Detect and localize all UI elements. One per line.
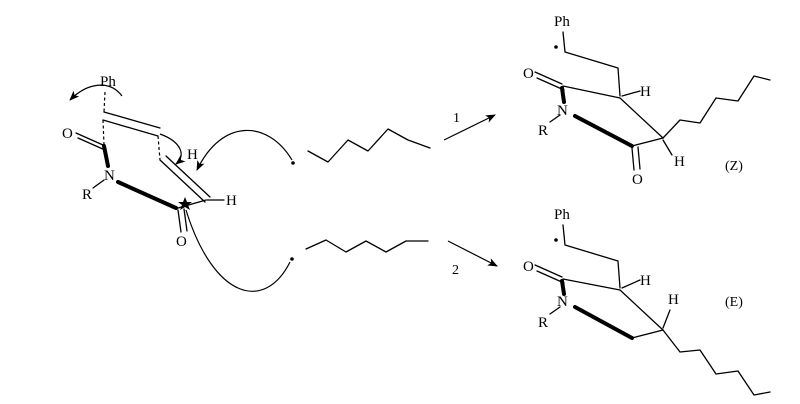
- reactant-n-carbonyl-bold-bond: [116, 180, 178, 210]
- reactant-n-r-bond: [92, 179, 105, 189]
- reactant-styrene-double-bond: [102, 119, 159, 137]
- reactant-carbonyl-double-top: [77, 137, 106, 151]
- curly-arrow-h-shift: [159, 133, 186, 165]
- radical-dot-upper: [291, 161, 295, 165]
- product-e-ring-side: [619, 289, 664, 331]
- product-e-ch2-bond: [631, 329, 664, 339]
- reactant-r-label: R: [82, 187, 92, 203]
- reactant-molecule: Ph O N R H H O: [62, 74, 237, 250]
- product-z-h-bond-lower: [662, 139, 673, 156]
- reactant-vinyl-hydrogen: H: [226, 193, 237, 209]
- product-z-molecule: Ph O N R H H O (Z): [523, 14, 771, 188]
- product-e-benzylic-chain: [562, 224, 621, 289]
- reactant-carbonyl-double-bottom: [183, 208, 188, 232]
- reactant-carbonyl-bond-top: [75, 132, 104, 146]
- product-e-ph-label: Ph: [554, 207, 570, 223]
- product-z-carbonyl-top-double: [536, 77, 565, 91]
- product-z-descriptor: (Z): [725, 159, 743, 174]
- product-z-ring-side: [619, 97, 664, 139]
- product-e-pentyl-chain: [662, 329, 771, 396]
- pentyl-radical-lower: [290, 239, 429, 261]
- reactant-carbonyl-oxygen-bottom: O: [176, 234, 187, 250]
- reactant-vinyl-double-bond: [165, 155, 211, 198]
- path-2-label: 2: [452, 263, 459, 278]
- product-z-radical-dot: [554, 45, 558, 49]
- reactant-carbonyl-oxygen-top: O: [62, 126, 73, 142]
- product-e-ring-bond: [562, 278, 621, 291]
- product-z-ph-label: Ph: [554, 14, 570, 30]
- product-e-n-r-bond: [549, 306, 561, 315]
- reactant-styrene-bond: [103, 111, 161, 129]
- product-z-oxygen-bottom: O: [632, 172, 643, 188]
- product-z-carbonyl-bottom-double: [637, 146, 641, 170]
- product-z-r-label: R: [538, 123, 548, 139]
- radical-dot-lower: [290, 257, 294, 261]
- product-z-h-bond-upper: [621, 90, 641, 97]
- product-z-benzylic-chain: [562, 31, 621, 97]
- product-z-carbonyl-n-bond: [560, 86, 566, 104]
- product-e-h-bond-upper: [621, 279, 641, 289]
- product-z-nitrogen: N: [557, 103, 568, 119]
- product-e-h-bond-lower: [662, 309, 671, 329]
- curly-arrow-radical-path-2: [185, 209, 291, 292]
- path-1-arrow: [443, 114, 496, 141]
- product-e-nitrogen: N: [557, 294, 568, 310]
- product-e-h-lower: H: [668, 292, 679, 308]
- product-z-n-carbonyl-bold: [573, 114, 634, 148]
- path-1-label: 1: [453, 111, 460, 126]
- curly-arrow-ph-shift: [69, 84, 123, 101]
- product-e-r-label: R: [538, 315, 548, 331]
- reactant-nitrogen: N: [104, 168, 115, 184]
- reactant-attack-site-marker: [178, 197, 192, 210]
- product-z-oxygen-top: O: [523, 66, 534, 82]
- product-z-lower-chain: [631, 137, 664, 147]
- path-2-arrow: [447, 240, 498, 267]
- reactant-carbonyl-bond-bottom: [177, 209, 182, 233]
- reactant-forming-bond-right: [157, 135, 161, 161]
- product-z-h-upper: H: [640, 84, 651, 100]
- reactant-ph-partial-bond: [103, 91, 106, 113]
- product-z-h-lower: H: [674, 154, 685, 170]
- product-z-pentyl-chain: [662, 75, 771, 139]
- reactant-vinyl-bond: [159, 159, 206, 203]
- reactant-ph-label: Ph: [100, 74, 116, 90]
- product-z-carbonyl-top: [534, 71, 563, 85]
- pentyl-chain-upper: [307, 128, 431, 163]
- reactant-carbonyl-n-bond: [102, 144, 110, 168]
- product-e-molecule: Ph O N R H H (E): [523, 207, 771, 396]
- product-e-carbonyl-n-bond: [560, 279, 566, 296]
- reactant-forming-bond-left: [102, 119, 105, 146]
- product-e-carbonyl-top: [534, 264, 563, 278]
- product-z-n-r-bond: [549, 114, 561, 123]
- product-e-radical-dot: [554, 238, 558, 242]
- product-e-descriptor: (E): [725, 295, 743, 310]
- pentyl-radical-upper: [291, 128, 431, 165]
- product-e-oxygen-top: O: [523, 259, 534, 275]
- curly-arrow-radical-path-1: [196, 129, 293, 171]
- product-e-carbonyl-top-double: [536, 270, 565, 284]
- pentyl-chain-lower: [305, 239, 429, 253]
- product-e-n-ch2-bold: [573, 305, 634, 340]
- product-e-h-upper: H: [640, 273, 651, 289]
- product-z-ring-bond: [562, 85, 621, 99]
- reactant-ring-hydrogen: H: [187, 147, 198, 163]
- product-z-carbonyl-bottom: [631, 147, 635, 171]
